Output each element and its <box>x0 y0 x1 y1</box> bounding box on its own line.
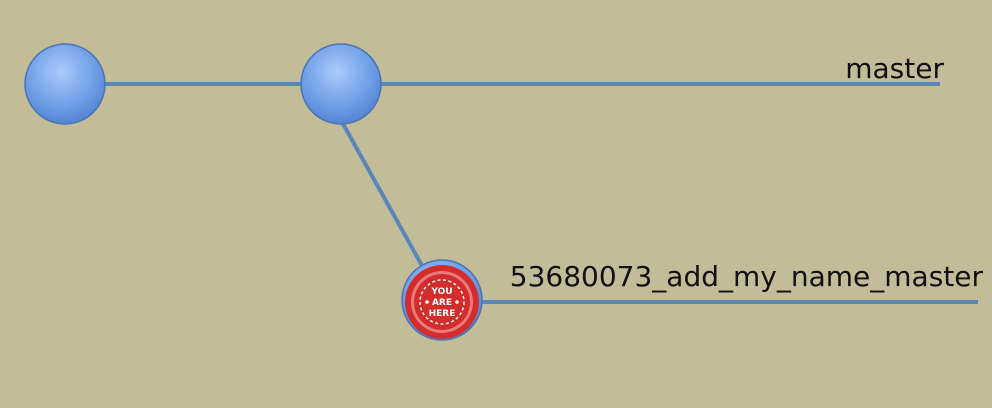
commit-node-2[interactable] <box>300 43 382 125</box>
feature-branch-label[interactable]: 53680073_add_my_name_master <box>510 260 984 293</box>
badge-line-1: YOU <box>430 287 452 297</box>
badge-line-2: ARE <box>432 298 452 308</box>
master-branch-label[interactable]: master <box>845 52 944 85</box>
commit-node-1[interactable] <box>24 43 106 125</box>
badge-line-3: HERE <box>429 309 456 319</box>
you-are-here-icon: YOU ARE HERE <box>405 265 479 339</box>
head-commit-node[interactable]: YOU ARE HERE <box>401 259 483 341</box>
